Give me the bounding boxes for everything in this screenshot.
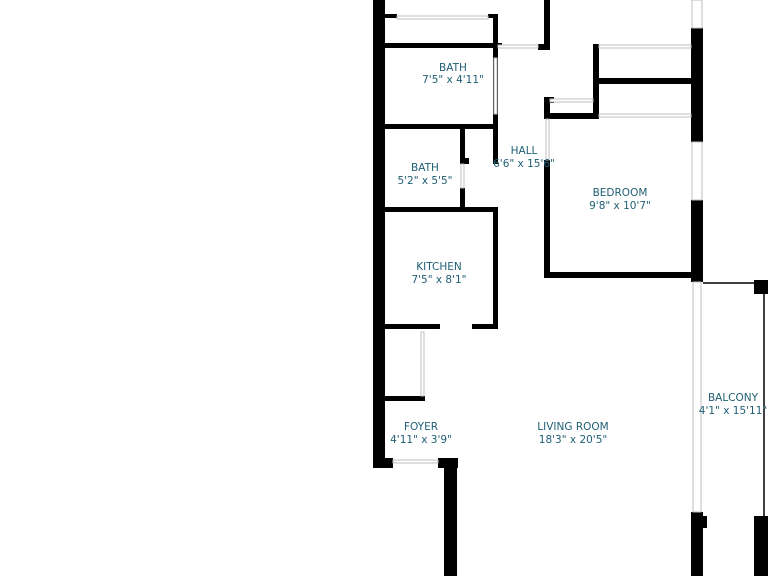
room-labels: BATH 7'5" x 4'11" BATH 5'2" x 5'5" HALL … xyxy=(390,62,767,446)
room-kitchen-dim: 7'5" x 8'1" xyxy=(411,274,466,286)
window-foyer-closet xyxy=(420,331,425,397)
room-bedroom-name: BEDROOM xyxy=(593,187,648,199)
room-hall-name: HALL xyxy=(511,145,538,157)
wall-hall-divider xyxy=(493,129,498,164)
room-bath1-name: BATH xyxy=(439,62,467,74)
window-bath2-door xyxy=(460,163,465,189)
wall-right-upper xyxy=(691,28,703,142)
wall-closet-mid xyxy=(593,78,695,84)
room-hall-dim: 6'6" x 15'6" xyxy=(493,158,555,170)
wall-top-closet xyxy=(385,43,502,48)
wall-kitchen-bottom xyxy=(385,324,440,329)
balcony-post-top xyxy=(754,280,768,294)
wall-bath2-bottom xyxy=(385,207,498,212)
wall-foyer-closet-bottom xyxy=(385,396,425,401)
window-foyer-door xyxy=(392,459,439,464)
balcony-post-bottom xyxy=(754,516,768,576)
wall-left-exterior xyxy=(373,0,385,468)
wall-right-lower xyxy=(691,512,703,576)
wall-top-closet-vert xyxy=(493,14,498,48)
room-foyer-dim: 4'11" x 3'9" xyxy=(390,434,452,446)
wall-left-top-stub xyxy=(385,14,397,18)
room-living-dim: 18'3" x 20'5" xyxy=(539,434,607,446)
window-balcony-door xyxy=(692,281,702,513)
wall-bath2-right-stub xyxy=(465,158,469,164)
wall-hall-top-stub xyxy=(544,0,550,50)
wall-foyer-bottom-left xyxy=(373,458,393,468)
room-balcony-name: BALCONY xyxy=(708,392,759,404)
room-kitchen-name: KITCHEN xyxy=(416,261,462,273)
wall-kitchen-stub xyxy=(472,324,498,329)
wall-right-lower-stub xyxy=(703,516,707,528)
window-hall-left xyxy=(545,118,550,161)
wall-bath2-right-bottom xyxy=(460,188,465,210)
window-closet-bottom xyxy=(549,98,594,103)
window-closet-top xyxy=(598,44,692,49)
wall-bedroom-left xyxy=(544,160,550,278)
wall-right-mid xyxy=(691,200,703,282)
room-bedroom-dim: 9'8" x 10'7" xyxy=(589,200,651,212)
wall-kitchen-right xyxy=(493,207,498,329)
room-bath2-name: BATH xyxy=(411,162,439,174)
wall-bath2-right-top xyxy=(460,129,465,164)
wall-bedroom-top xyxy=(544,113,599,119)
room-bath2-dim: 5'2" x 5'5" xyxy=(397,175,452,187)
room-foyer-name: FOYER xyxy=(404,421,438,433)
window-right-bedroom xyxy=(691,141,703,201)
walls xyxy=(373,0,768,576)
windows xyxy=(392,0,703,513)
window-bath1-door xyxy=(493,57,498,115)
balcony-outline xyxy=(703,282,765,516)
window-top-closet xyxy=(396,15,489,20)
room-living-name: LIVING ROOM xyxy=(537,421,608,433)
wall-closet-stub-vert xyxy=(544,97,550,119)
window-hall-top xyxy=(497,44,539,49)
room-balcony-dim: 4'1" x 15'11" xyxy=(699,405,767,417)
window-bedroom-top xyxy=(598,113,692,118)
wall-bath1-bottom xyxy=(385,124,498,129)
wall-hall-top-foot xyxy=(538,44,550,50)
room-bath1-dim: 7'5" x 4'11" xyxy=(422,74,484,86)
window-right-top xyxy=(691,0,703,29)
wall-bedroom-bottom xyxy=(544,272,695,278)
wall-entry-column xyxy=(444,458,457,576)
